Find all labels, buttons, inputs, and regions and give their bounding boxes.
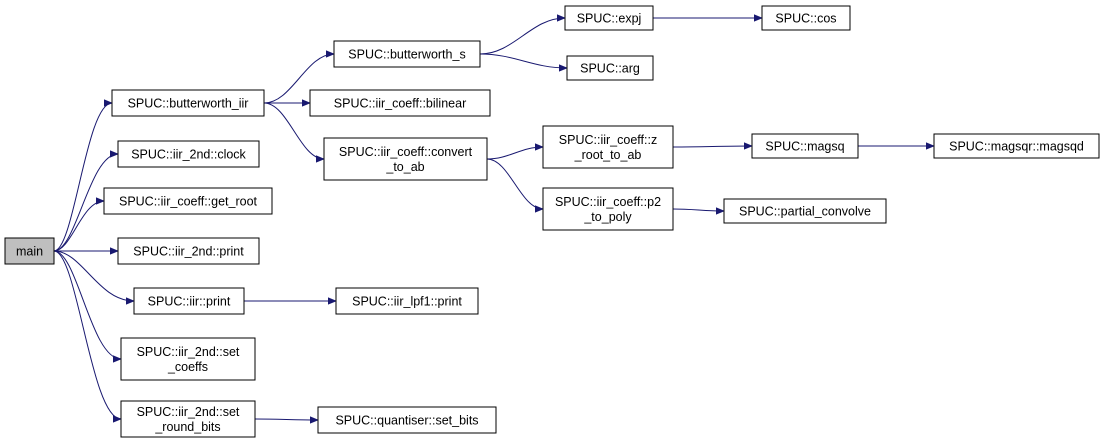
node-label-setround-1: _round_bits bbox=[154, 420, 220, 434]
node-convert[interactable]: SPUC::iir_coeff::convert_to_ab bbox=[323, 137, 488, 181]
node-box-convert[interactable] bbox=[323, 137, 488, 181]
edge-zroot-to-magsq bbox=[672, 146, 752, 147]
node-layer: main SPUC::butterworth_iir SPUC::butterwor… bbox=[4, 5, 1100, 438]
edge-main-to-setcoeffs bbox=[53, 250, 122, 359]
edge-convert-to-p2 bbox=[486, 158, 544, 209]
node-box-bw_s[interactable] bbox=[333, 40, 481, 68]
node-label-iirprint-0: SPUC::iir::print bbox=[148, 295, 231, 309]
node-label-getroot-0: SPUC::iir_coeff::get_root bbox=[119, 195, 258, 209]
node-iirprint[interactable]: SPUC::iir::print bbox=[133, 287, 245, 315]
node-label-bw_s-0: SPUC::butterworth_s bbox=[348, 48, 465, 62]
node-cos[interactable]: SPUC::cos bbox=[761, 5, 851, 31]
node-box-lpf1print[interactable] bbox=[335, 287, 479, 315]
node-label-lpf1print-0: SPUC::iir_lpf1::print bbox=[352, 295, 462, 309]
node-getroot[interactable]: SPUC::iir_coeff::get_root bbox=[103, 187, 273, 215]
node-setbits[interactable]: SPUC::quantiser::set_bits bbox=[317, 406, 497, 434]
node-label-print2nd-0: SPUC::iir_2nd::print bbox=[133, 245, 244, 259]
node-label-partial-0: SPUC::partial_convolve bbox=[739, 205, 871, 219]
node-label-main-0: main bbox=[16, 245, 43, 259]
node-label-setround-0: SPUC::iir_2nd::set bbox=[137, 405, 240, 419]
edge-main-to-iirprint bbox=[53, 250, 134, 301]
node-bilinear[interactable]: SPUC::iir_coeff::bilinear bbox=[309, 89, 491, 117]
node-print2nd[interactable]: SPUC::iir_2nd::print bbox=[117, 237, 260, 265]
node-box-expj[interactable] bbox=[564, 5, 654, 31]
node-label-clock-0: SPUC::iir_2nd::clock bbox=[131, 148, 246, 162]
node-label-zroot-1: _root_to_ab bbox=[574, 148, 642, 162]
node-label-setcoeffs-0: SPUC::iir_2nd::set bbox=[137, 345, 240, 359]
edge-p2-to-partial bbox=[672, 209, 724, 211]
node-box-magsq[interactable] bbox=[751, 133, 859, 159]
node-box-setround[interactable] bbox=[120, 400, 256, 438]
node-bw_s[interactable]: SPUC::butterworth_s bbox=[333, 40, 481, 68]
node-lpf1print[interactable]: SPUC::iir_lpf1::print bbox=[335, 287, 479, 315]
node-box-cos[interactable] bbox=[761, 5, 851, 31]
edge-bw_iir-to-bw_s bbox=[263, 54, 334, 104]
edge-bw_s-to-arg bbox=[479, 53, 567, 68]
node-main[interactable]: main bbox=[4, 237, 55, 265]
node-box-bilinear[interactable] bbox=[309, 89, 491, 117]
node-box-main[interactable] bbox=[4, 237, 55, 265]
node-expj[interactable]: SPUC::expj bbox=[564, 5, 654, 31]
node-zroot[interactable]: SPUC::iir_coeff::z_root_to_ab bbox=[542, 125, 674, 169]
node-box-p2[interactable] bbox=[542, 187, 674, 231]
node-label-p2-1: _to_poly bbox=[583, 210, 632, 224]
node-label-expj-0: SPUC::expj bbox=[577, 12, 642, 26]
node-label-arg-0: SPUC::arg bbox=[580, 62, 640, 76]
node-box-setcoeffs[interactable] bbox=[120, 337, 256, 381]
node-partial[interactable]: SPUC::partial_convolve bbox=[723, 198, 887, 224]
edge-main-to-setround bbox=[53, 250, 122, 419]
node-label-convert-1: _to_ab bbox=[385, 160, 424, 174]
node-box-zroot[interactable] bbox=[542, 125, 674, 169]
node-label-cos-0: SPUC::cos bbox=[775, 12, 836, 26]
node-label-magsq-0: SPUC::magsq bbox=[765, 140, 844, 154]
edge-setround-to-setbits bbox=[254, 419, 318, 420]
node-label-bw_iir-0: SPUC::butterworth_iir bbox=[128, 97, 249, 111]
node-box-getroot[interactable] bbox=[103, 187, 273, 215]
node-label-convert-0: SPUC::iir_coeff::convert bbox=[339, 145, 473, 159]
edge-main-to-bw_iir bbox=[53, 103, 113, 252]
node-label-bilinear-0: SPUC::iir_coeff::bilinear bbox=[334, 97, 466, 111]
node-label-magsqd-0: SPUC::magsqr::magsqd bbox=[949, 140, 1084, 154]
edge-bw_iir-to-convert bbox=[263, 102, 325, 159]
node-clock[interactable]: SPUC::iir_2nd::clock bbox=[117, 140, 260, 168]
node-setround[interactable]: SPUC::iir_2nd::set_round_bits bbox=[120, 400, 256, 438]
edge-main-to-clock bbox=[53, 154, 119, 252]
node-label-setcoeffs-1: _coeffs bbox=[167, 360, 208, 374]
edge-bw_s-to-expj bbox=[479, 18, 565, 55]
node-magsq[interactable]: SPUC::magsq bbox=[751, 133, 859, 159]
node-setcoeffs[interactable]: SPUC::iir_2nd::set_coeffs bbox=[120, 337, 256, 381]
edge-layer bbox=[53, 18, 934, 420]
edge-convert-to-zroot bbox=[486, 147, 543, 160]
node-box-arg[interactable] bbox=[566, 55, 654, 81]
node-box-print2nd[interactable] bbox=[117, 237, 260, 265]
node-box-magsqd[interactable] bbox=[933, 133, 1100, 159]
node-arg[interactable]: SPUC::arg bbox=[566, 55, 654, 81]
node-label-p2-0: SPUC::iir_coeff::p2 bbox=[555, 195, 661, 209]
node-magsqd[interactable]: SPUC::magsqr::magsqd bbox=[933, 133, 1100, 159]
node-p2[interactable]: SPUC::iir_coeff::p2_to_poly bbox=[542, 187, 674, 231]
node-box-partial[interactable] bbox=[723, 198, 887, 224]
node-box-clock[interactable] bbox=[117, 140, 260, 168]
node-box-iirprint[interactable] bbox=[133, 287, 245, 315]
node-label-setbits-0: SPUC::quantiser::set_bits bbox=[335, 414, 478, 428]
node-bw_iir[interactable]: SPUC::butterworth_iir bbox=[111, 89, 265, 117]
node-box-setbits[interactable] bbox=[317, 406, 497, 434]
edge-main-to-getroot bbox=[53, 201, 105, 252]
node-box-bw_iir[interactable] bbox=[111, 89, 265, 117]
node-label-zroot-0: SPUC::iir_coeff::z bbox=[559, 133, 657, 147]
